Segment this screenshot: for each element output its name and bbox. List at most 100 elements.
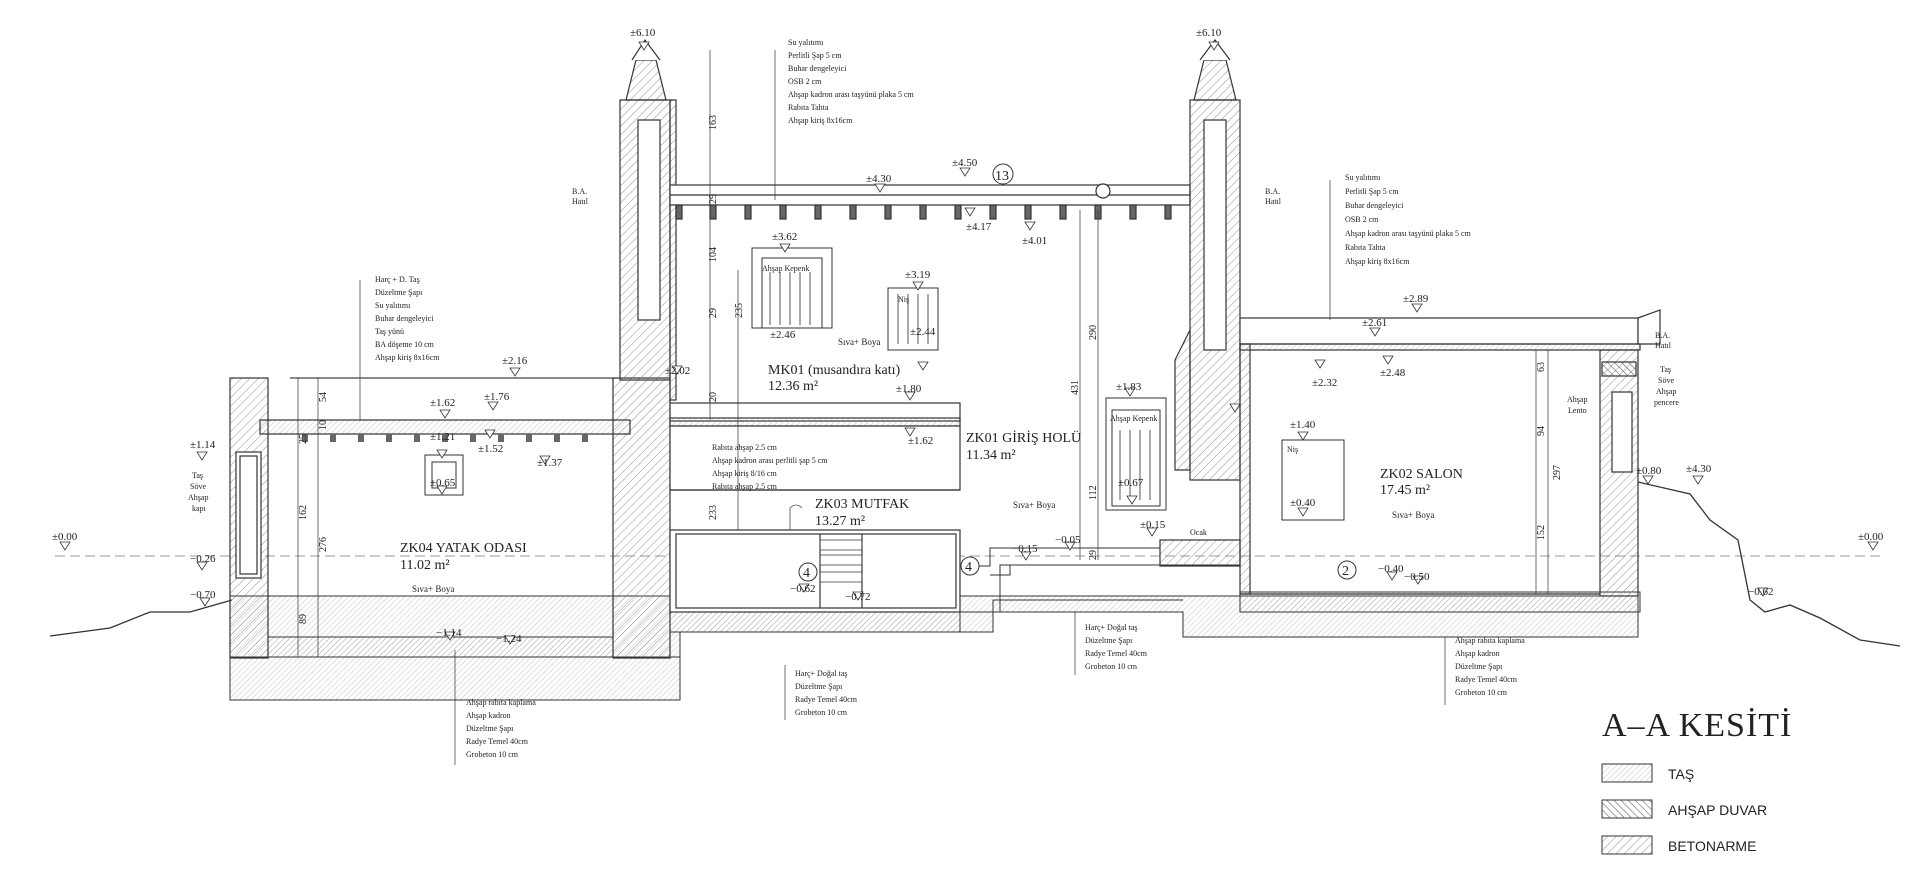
dim-431: 431 [1070,380,1081,395]
zk02-name: ZK02 SALON [1380,467,1463,482]
zk02-walls [1239,309,1661,597]
elev-430: ±4.30 [866,173,892,185]
floor-hall-3: Radye Temel 40cm [1085,649,1148,658]
dim-25: 25 [298,434,309,444]
floor-mid-1: Harç+ Doğal taş [795,669,848,678]
dim-104: 104 [708,247,719,262]
right-roof-layer-4: OSB 2 cm [1345,215,1379,224]
dim-163: 163 [708,115,719,130]
roof-layer-3: Buhar dengeleyici [788,64,847,73]
elev-m062-mid: −0.62 [790,583,815,595]
left-roof-layer-5: Taş yünü [375,327,404,336]
dim-297: 297 [1552,465,1563,480]
elev-450: ±4.50 [952,157,978,169]
terrain-left [49,599,233,637]
elev-m050: −0.50 [1404,571,1430,583]
elev-610-right: ±6.10 [1196,27,1222,39]
elev-244: ±2.44 [910,326,936,338]
marker-circles [798,163,1357,582]
floor-hall-4: Grobeton 10 cm [1085,662,1138,671]
elev-401: ±4.01 [1022,235,1047,247]
elev-232: ±2.32 [1312,377,1337,389]
mezz-layer-1: Rabıta ahşap 2.5 cm [712,443,778,452]
floor-left-2: Ahşap kadron [466,711,511,720]
elev-080: ±0.80 [1636,465,1662,477]
elev-m124: −1.24 [496,633,522,645]
roof-layer-2: Perlitli Şap 5 cm [788,51,842,60]
elev-246: ±2.46 [770,329,796,341]
marker-13: 13 [995,169,1009,184]
dim-29-a: 29 [708,194,719,204]
floor-mid-3: Radye Temel 40cm [795,695,858,704]
floor-hall-1: Harç+ Doğal taş [1085,623,1138,632]
window-label-1: Taş [1660,365,1671,374]
elev-261: ±2.61 [1362,317,1387,329]
mezz-layer-4: Rabıta ahşap 2.5 cm [712,482,778,491]
dim-94: 94 [1536,426,1547,436]
elev-m005: −0.05 [1055,534,1081,546]
zk03-name: ZK03 MUTFAK [815,497,909,512]
kitchen-fixtures [789,504,863,583]
floor-right-1: Ahşap rabıta kaplama [1455,636,1525,645]
legend: TAŞ AHŞAP DUVAR BETONARME [1601,763,1767,855]
mezz-layer-3: Ahşap kiriş 8/16 cm [712,469,777,478]
elev-248: ±2.48 [1380,367,1406,379]
floor-right-4: Radye Temel 40cm [1455,675,1518,684]
floor-left-5: Grobeton 10 cm [466,750,519,759]
window-label-2: Söve [1658,376,1674,385]
elev-000-left: ±0.00 [52,531,78,543]
dim-29-b: 29 [708,308,719,318]
window-label-3: Ahşap [1656,387,1676,396]
floor-right-2: Ahşap kadron [1455,649,1500,658]
zk02-finish: Sıva+ Boya [1392,510,1434,520]
dim-20: 20 [708,392,719,402]
floor-hall-2: Düzeltme Şapı [1085,636,1133,645]
mk01-name: MK01 (musandıra katı) [768,363,901,378]
floor-mid-2: Düzeltme Şapı [795,682,843,691]
ocak-label: Ocak [1190,528,1207,537]
ba-hatil-far-2: Hatıl [1655,341,1672,350]
elev-m072: −0.72 [845,591,870,603]
ba-hatil-right-2: Hatıl [1265,197,1282,206]
elev-m114: −1.14 [436,627,462,639]
left-roof-layer-4: Buhar dengeleyici [375,314,434,323]
middle-roof [669,183,1191,220]
zk04-name: ZK04 YATAK ODASI [400,541,527,556]
door-label-4: kapı [192,504,207,513]
elev-183: ±1.83 [1116,381,1142,393]
legend-swatch-wood [1601,799,1653,819]
legend-swatch-stone [1601,763,1653,783]
marker-4-hall: 4 [965,560,972,575]
elev-202: ±2.02 [665,365,690,377]
roof-layer-6: Rabıta Tahta [788,103,829,112]
dim-10: 10 [318,420,329,430]
ba-hatil-left-1: B.A. [572,187,587,196]
zk04-finish: Sıva+ Boya [412,584,454,594]
marker-2: 2 [1342,564,1349,579]
right-roof-layer-5: Ahşap kadron arası taşyünü plaka 5 cm [1345,229,1472,238]
nis-label-1: Niş [898,295,909,304]
zk01-name: ZK01 GİRİŞ HOLÜ [966,429,1081,446]
right-roof-layer-1: Su yalıtımı [1345,173,1381,182]
elev-162-left: ±1.62 [430,397,455,409]
terrain-right [1637,481,1901,647]
left-roof-layer-1: Harç + D. Taş [375,275,420,284]
legend-label-concrete: BETONARME [1668,838,1756,854]
ba-hatil-right-1: B.A. [1265,187,1280,196]
floor-slabs [267,564,1641,658]
zk03-area: 13.27 m² [815,514,865,529]
elev-m026: −0.26 [190,553,216,565]
elev-430-right: ±4.30 [1686,463,1712,475]
zk02-area: 17.45 m² [1380,483,1430,498]
elev-180: ±1.80 [896,383,922,395]
floor-right-3: Düzeltme Şapı [1455,662,1503,671]
lento-label-1: Ahşap [1567,395,1587,404]
dim-152: 152 [1536,525,1547,540]
dim-162: 162 [298,505,309,520]
window-label-4: pencere [1654,398,1679,407]
elev-417: ±4.17 [966,221,992,233]
dim-29-c: 29 [1088,550,1099,560]
floor-left-4: Radye Temel 40cm [466,737,529,746]
dim-63: 63 [1536,362,1547,372]
left-roof-layer-7: Ahşap kiriş 8x16cm [375,353,440,362]
